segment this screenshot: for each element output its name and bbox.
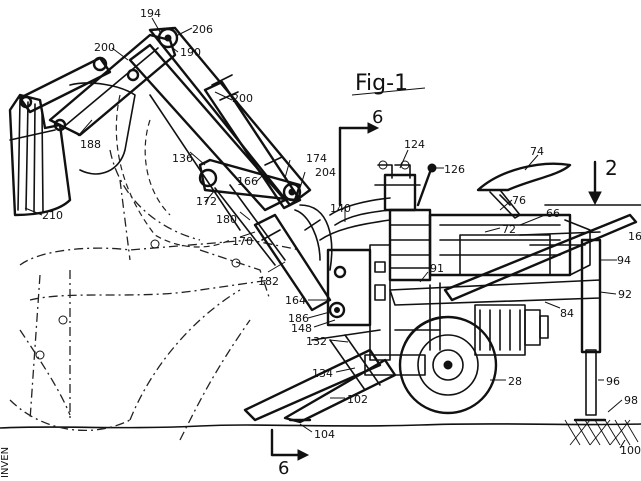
label-126: 126 (444, 163, 465, 176)
label-16: 16 (628, 230, 641, 243)
label-182: 182 (258, 275, 279, 288)
label-96: 96 (606, 375, 620, 388)
label-74: 74 (530, 145, 544, 158)
section-arrow-top (340, 123, 378, 205)
phantom-arm-positions (10, 95, 300, 440)
label-200-upper: 200 (94, 41, 115, 54)
label-28: 28 (508, 375, 522, 388)
rear-wheel (400, 317, 496, 413)
label-188: 188 (80, 138, 101, 151)
label-98: 98 (624, 394, 638, 407)
label-102: 102 (347, 393, 368, 406)
section-mark-top: 6 (372, 107, 383, 128)
label-190: 190 (180, 46, 201, 59)
figure-title: Fig-1 (352, 71, 425, 96)
label-174: 174 (306, 152, 327, 165)
label-92: 92 (618, 288, 632, 301)
label-200-cylinder: 200 (232, 92, 253, 105)
section-arrow-right (545, 162, 641, 205)
label-206: 206 (192, 23, 213, 36)
label-210: 210 (42, 209, 63, 222)
label-140: 140 (330, 202, 351, 215)
section-arrow-bottom (272, 430, 308, 460)
label-94: 94 (617, 254, 631, 267)
label-172: 172 (196, 195, 217, 208)
section-mark-bottom: 6 (278, 458, 289, 479)
reference-labels: 194 206 200 190 200 188 136 174 166 204 … (42, 7, 641, 457)
leader-lines (25, 18, 625, 448)
label-134: 134 (312, 367, 333, 380)
side-inventor-text: INVEN (0, 447, 11, 478)
label-180: 180 (216, 213, 237, 226)
label-66: 66 (546, 207, 560, 220)
label-132: 132 (306, 335, 327, 348)
label-72: 72 (502, 223, 516, 236)
label-104: 104 (314, 428, 335, 441)
bucket (10, 95, 70, 215)
label-170: 170 (232, 235, 253, 248)
label-136: 136 (172, 152, 193, 165)
label-76: 76 (512, 194, 526, 207)
label-166: 166 (237, 175, 258, 188)
label-148: 148 (291, 322, 312, 335)
label-91: 91 (430, 262, 444, 275)
section-mark-right: 2 (605, 156, 618, 180)
label-204: 204 (315, 166, 336, 179)
label-84: 84 (560, 307, 574, 320)
label-194: 194 (140, 7, 161, 20)
label-164: 164 (285, 294, 306, 307)
dipper-stick (20, 35, 175, 174)
label-124: 124 (404, 138, 425, 151)
label-100: 100 (620, 444, 641, 457)
